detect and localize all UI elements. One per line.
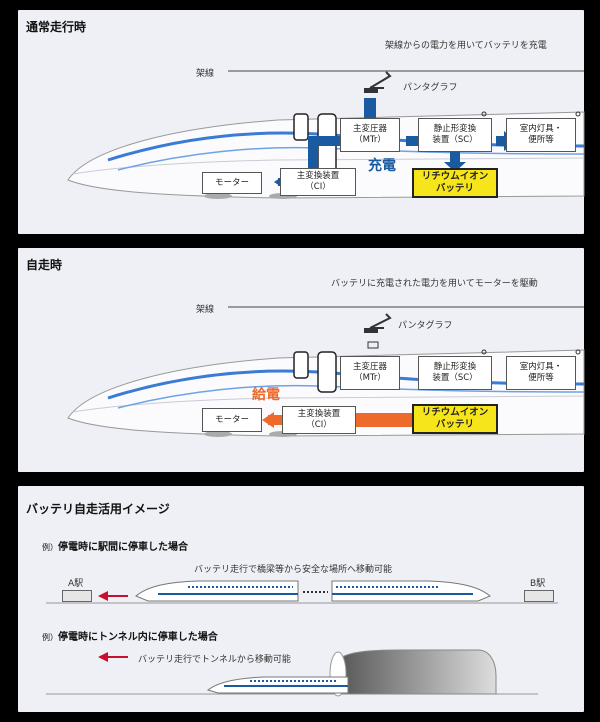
example1-title: 停電時に駅間に停車した場合 (58, 542, 188, 553)
self-overhead-wire-label: 架線 (196, 305, 215, 315)
marker-dot (481, 349, 487, 355)
self-transformer-box: 主変圧器 （MTr） (340, 356, 400, 390)
normal-battery-box: リチウムイオン バッテリ (412, 168, 498, 198)
charge-flow-down (308, 136, 318, 186)
train-door (293, 351, 309, 379)
self-sc-box: 静止形変換 装置（SC） (418, 356, 492, 390)
station-b-platform (524, 590, 554, 602)
marker-dot (481, 111, 487, 117)
pantograph-base (364, 328, 378, 333)
wheel (204, 431, 232, 437)
self-ci-box: 主変換装置 （CI） (282, 406, 356, 434)
marker-dot (575, 111, 581, 117)
normal-flow-label: 充電 (368, 158, 396, 174)
self-cabin-box: 室内灯具・ 便所等 (506, 356, 576, 390)
charge-flow-cabin (496, 136, 508, 146)
wheel (204, 193, 232, 199)
self-battery-box: リチウムイオン バッテリ (412, 404, 498, 434)
example1-prefix: 例） (42, 543, 58, 552)
self-pantograph-label: パンタグラフ (398, 321, 453, 331)
supply-arrow-motor (262, 412, 274, 428)
normal-train-diagram (67, 70, 585, 199)
pantograph-base (364, 88, 378, 93)
normal-transformer-box: 主変圧器 （MTr） (340, 118, 400, 152)
image-title: バッテリ自走活用イメージ (26, 502, 170, 516)
normal-operation-panel: 通常走行時 架線からの電力を用いてバッテリを充電 架線 パンタグラフ 主変圧器 (18, 10, 585, 234)
normal-sc-box: 静止形変換 装置（SC） (418, 118, 492, 152)
direction-arrowhead-a (98, 591, 108, 601)
self-flow-label: 給電 (252, 387, 280, 403)
normal-motor-box: モーター (202, 172, 262, 194)
station-a-label: A駅 (68, 579, 84, 589)
normal-pantograph-label: パンタグラフ (403, 83, 458, 93)
example1-caption: バッテリ走行で橋梁等から安全な場所へ移動可能 (194, 565, 393, 575)
pantograph (369, 71, 392, 89)
usage-illustration (46, 580, 558, 697)
self-motor-box: モーター (202, 408, 262, 432)
normal-title: 通常走行時 (26, 20, 87, 34)
charge-flow-transformer (308, 136, 340, 146)
tunnel (335, 649, 497, 695)
marker-dot (575, 349, 581, 355)
train-line (72, 395, 585, 413)
example2-heading: 例）停電時にトンネル内に停車した場合 (42, 628, 218, 643)
pantograph-insulator (367, 341, 379, 349)
train-left (135, 580, 299, 602)
example2-caption: バッテリ走行でトンネルから移動可能 (138, 655, 291, 665)
direction-arrowhead-tunnel (98, 652, 108, 662)
train-door (293, 113, 309, 141)
supply-flow-battery-ci (356, 413, 412, 427)
charge-flow-pantograph (364, 98, 376, 118)
train-line (72, 157, 585, 175)
battery-usage-image-panel: バッテリ自走活用イメージ 例）停電時に駅間に停車した場合 バッテリ走行で橋梁等か… (18, 486, 584, 712)
example2-prefix: 例） (42, 633, 58, 642)
pantograph-lowered (369, 313, 392, 329)
normal-caption: 架線からの電力を用いてバッテリを充電 (385, 41, 547, 51)
normal-ci-box: 主変換装置 （CI） (280, 168, 356, 196)
example1-heading: 例）停電時に駅間に停車した場合 (42, 538, 188, 553)
train-door (317, 351, 337, 393)
charge-flow-sc (406, 136, 420, 146)
charge-flow-battery (450, 150, 460, 164)
supply-flow-ci-motor (268, 415, 282, 425)
self-caption: バッテリに充電された電力を用いてモーターを駆動 (331, 279, 538, 289)
normal-overhead-wire-label: 架線 (196, 69, 215, 79)
charge-arrow-battery (444, 162, 466, 172)
self-title: 自走時 (26, 258, 63, 272)
train-right (331, 580, 491, 602)
self-train-diagram (67, 306, 585, 437)
self-propulsion-panel: 自走時 バッテリに充電された電力を用いてモーターを駆動 架線 パンタグラフ 主変… (18, 248, 585, 472)
example2-title: 停電時にトンネル内に停車した場合 (58, 632, 218, 643)
normal-cabin-box: 室内灯具・ 便所等 (506, 118, 576, 152)
station-b-label: B駅 (530, 579, 546, 589)
station-a-platform (62, 590, 92, 602)
